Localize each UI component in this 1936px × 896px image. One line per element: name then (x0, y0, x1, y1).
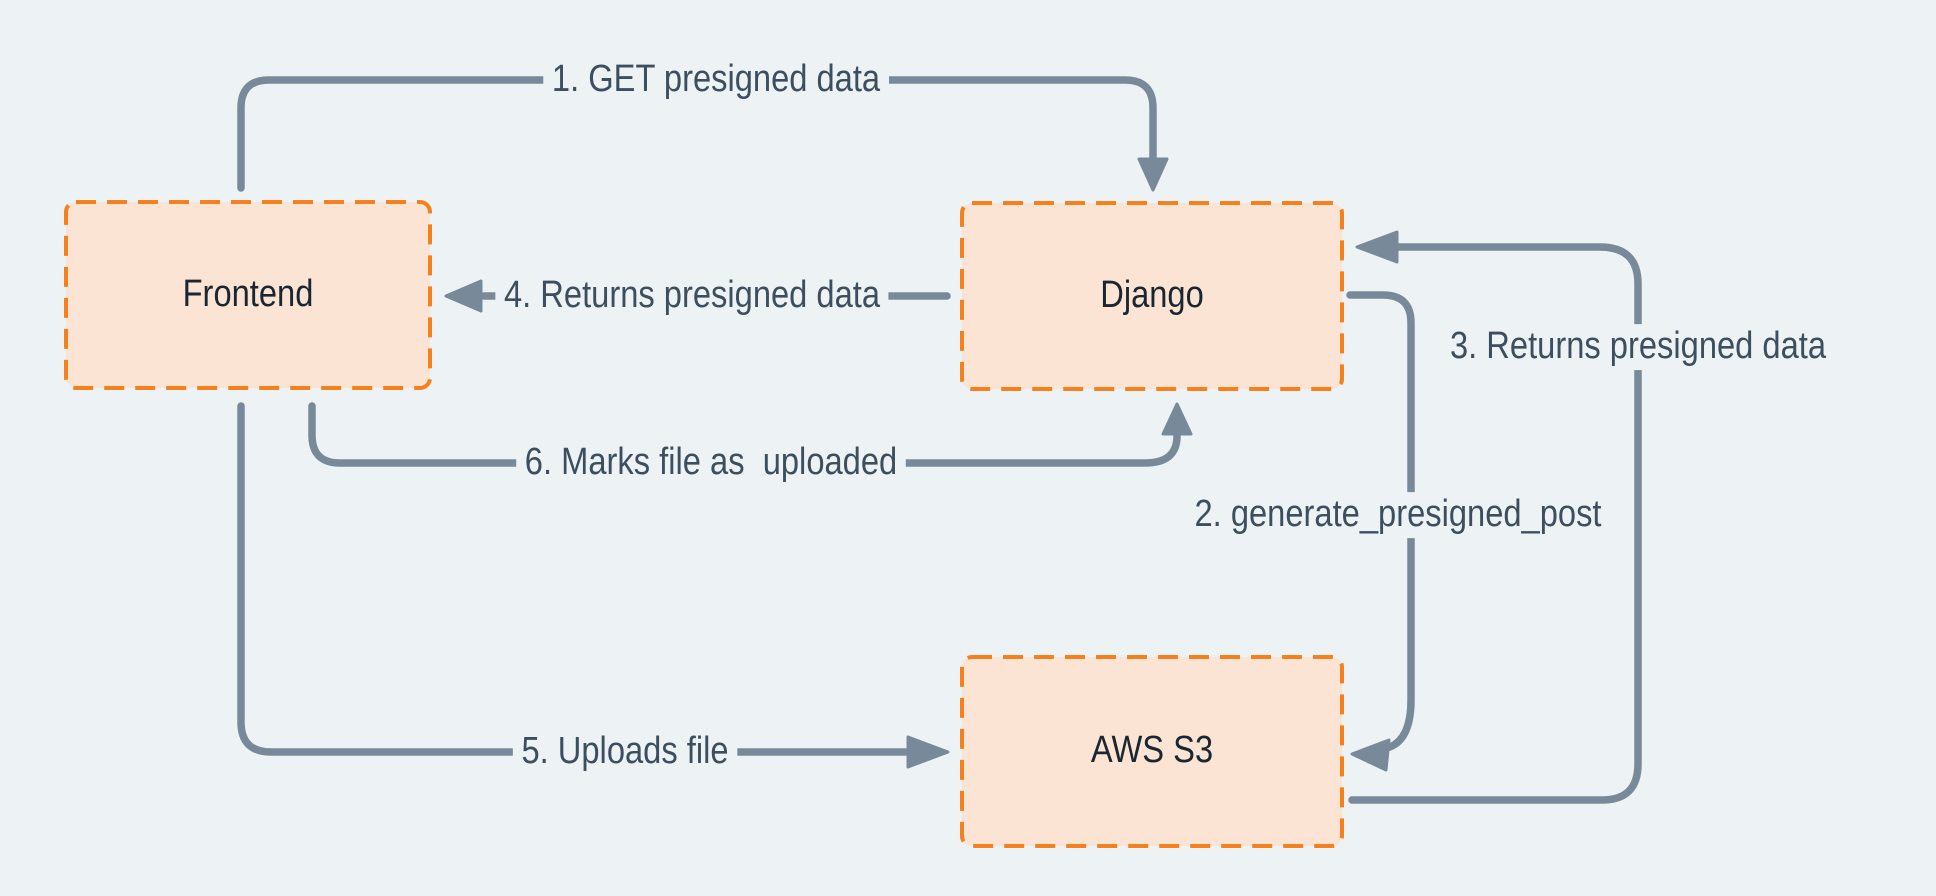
node-box-frontend (64, 200, 432, 390)
edge-4-arrowhead-left-icon (444, 279, 483, 313)
edge-label-2-generate-presigned-post: 2. generate_presigned_post (1185, 492, 1611, 538)
node-box-django (960, 201, 1344, 391)
edge-label-5-uploads-file: 5. Uploads file (512, 729, 738, 775)
node-box-aws-s3 (960, 655, 1344, 848)
edge-5-arrowhead-right-icon (906, 735, 950, 769)
edge-label-4-returns-presigned-data: 4. Returns presigned data (495, 273, 889, 319)
node-title-frontend: Frontend (182, 273, 314, 316)
edge-5-uploads-file-line (237, 402, 914, 756)
edge-3-arrowhead-left-icon (1355, 230, 1399, 264)
node-title-aws-s3: AWS S3 (1090, 729, 1214, 772)
edge-label-6-marks-file-as-uploaded: 6. Marks file as uploaded (516, 440, 906, 486)
edge-6-arrowhead-up-icon (1161, 402, 1193, 436)
edge-label-3-returns-presigned-data: 3. Returns presigned data (1441, 324, 1835, 370)
edge-label-1-get-presigned-data: 1. GET presigned data (543, 57, 889, 103)
node-title-django: Django (1100, 274, 1204, 317)
edge-2-generate-presigned-post-line (1346, 291, 1415, 752)
edge-1-arrowhead-down-icon (1137, 157, 1169, 192)
edge-3-returns-presigned-data-line (1348, 243, 1642, 804)
edge-2-arrowhead-left-icon (1350, 738, 1391, 772)
